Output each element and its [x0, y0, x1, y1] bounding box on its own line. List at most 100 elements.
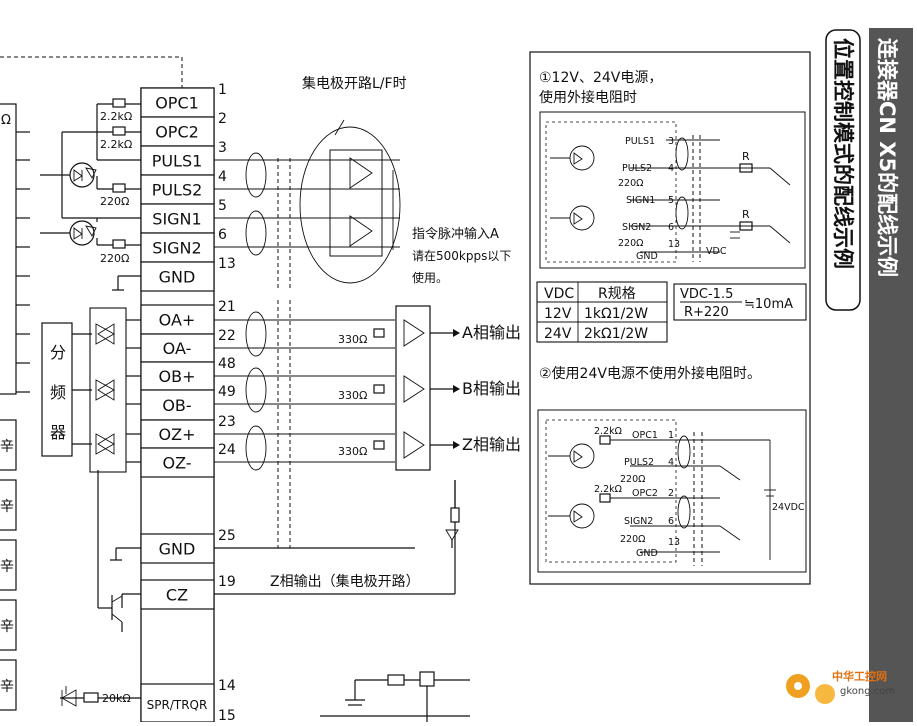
pin-label-1: OPC2	[155, 123, 199, 142]
inset2-pin-6: 6	[668, 516, 674, 527]
inset2-r220a: 220Ω	[620, 474, 645, 485]
output-r-b: 330Ω	[338, 389, 367, 402]
table-row1-r: 1kΩ1/2W	[584, 306, 648, 322]
divider-char-2: 频	[50, 383, 66, 402]
resistor-opc1	[112, 98, 126, 108]
pin-num-7: 21	[218, 299, 236, 315]
label-r-opc1: 2.2kΩ	[100, 110, 132, 123]
spr-input-circuit	[60, 686, 141, 707]
label-r-opc2: 2.2kΩ	[100, 138, 132, 151]
inset2-vdc: 24VDC	[772, 502, 805, 513]
watermark-url: gkong.com	[840, 686, 895, 697]
inset1-r220a: 220Ω	[618, 178, 643, 189]
pin-label-14: CZ	[166, 586, 188, 605]
inset1-r1: R	[742, 150, 750, 163]
pin-box-5	[140, 232, 215, 263]
pin-label-7: OA+	[159, 311, 196, 330]
inset1-title-2: 使用外接电阻时	[539, 89, 637, 106]
inset2-pin-2: 2	[668, 488, 674, 499]
inset2-title: ②使用24V电源不使用外接电阻时。	[539, 365, 761, 382]
resistor-opc2	[112, 126, 126, 136]
side-banner-title: 连接器CN X5的配线示例	[875, 38, 899, 277]
frequency-divider-box	[41, 322, 73, 457]
inset2-r220b: 220Ω	[620, 534, 645, 545]
annotation-pulse-2: 请在500kpps以下	[412, 249, 511, 263]
pin-box-14	[140, 579, 215, 610]
formula-denominator: R+220	[684, 305, 729, 320]
cz-output-circuit	[97, 470, 141, 632]
annotation-pulse-1: 指令脉冲输入A	[412, 226, 499, 242]
section-title: 位置控制模式的配线示例	[831, 38, 855, 269]
annotation-open-collector: 集电极开路L/F时	[302, 75, 407, 92]
open-collector-detail	[299, 119, 401, 284]
output-r-a: 330Ω	[338, 333, 367, 346]
resistor-sign	[112, 239, 126, 249]
cut-label-3: 辛	[0, 559, 14, 575]
inset1-r220b: 220Ω	[618, 238, 643, 249]
table-row2-r: 2kΩ1/2W	[584, 326, 648, 342]
pin-num-10: 49	[218, 384, 236, 400]
output-r-z: 330Ω	[338, 445, 367, 458]
left-cut-boxes	[0, 419, 17, 711]
pin-box-6	[140, 261, 215, 292]
left-input-circuit	[40, 98, 141, 291]
table-header-vdc: VDC	[544, 286, 574, 302]
inset1-title-1: ①12V、24V电源，	[539, 70, 662, 86]
pin-num-5: 6	[218, 227, 227, 243]
cut-label-4: 辛	[0, 619, 14, 635]
bottom-partial-circuit	[320, 671, 470, 722]
pin-num-9: 48	[218, 356, 236, 372]
inset1-pin-6: 6	[668, 222, 674, 233]
formula-result: ≒10mA	[744, 297, 793, 312]
pin-box-13	[140, 533, 215, 564]
inset1-sign2: SIGN2	[622, 222, 651, 233]
pin-num-2: 3	[218, 140, 227, 156]
inset2-r2: 2.2kΩ	[594, 484, 622, 495]
twisted-pair-cables	[214, 152, 456, 595]
pin-label-0: OPC1	[155, 94, 199, 113]
pin-num-extra: 15	[218, 708, 236, 722]
inset2-sign2: SIGN2	[624, 516, 653, 527]
output-label-a: A相输出	[462, 323, 521, 342]
inset2-pin-4: 4	[668, 457, 674, 468]
pin-num-12: 24	[218, 442, 236, 458]
resistor-spec-table	[536, 281, 668, 343]
cut-label-2: 辛	[0, 499, 14, 515]
resistor-spr	[83, 692, 99, 703]
side-banner	[869, 28, 913, 722]
pin-num-4: 5	[218, 198, 227, 214]
inset2-opc1: OPC1	[632, 430, 658, 441]
pin-label-3: PULS2	[152, 181, 203, 200]
pin-label-6: GND	[159, 268, 196, 287]
inset1-schematic	[539, 111, 806, 269]
connector-pins: OPC11OPC22PULS13PULS24SIGN15SIGN26GND13O…	[140, 82, 236, 723]
annotation-z-open-collector: Z相输出（集电极开路）	[270, 573, 420, 590]
inset1-pin-5: 5	[668, 195, 674, 206]
pin-label-11: OZ+	[159, 425, 196, 444]
pin-label-13: GND	[159, 540, 196, 559]
table-header-r: R规格	[598, 286, 636, 302]
output-label-z: Z相输出	[462, 435, 521, 454]
pin-label-12: OZ-	[162, 454, 191, 473]
inset2-pin-1: 1	[668, 430, 674, 441]
divider-char-3: 器	[50, 423, 66, 442]
pin-label-2: PULS1	[152, 152, 203, 171]
inset1-vdc: VDC	[706, 246, 727, 257]
pin-box-0	[140, 87, 215, 118]
inset1-gnd: GND	[636, 251, 658, 262]
output-label-b: B相输出	[462, 379, 521, 398]
reference-frame	[529, 51, 811, 585]
pin-label-4: SIGN1	[152, 210, 201, 229]
inset2-gnd: GND	[636, 548, 658, 559]
inset2-puls2: PULS2	[624, 457, 654, 468]
left-cut-ladder	[0, 103, 30, 395]
annotation-pulse-3: 使用。	[412, 270, 448, 285]
pin-box-2	[140, 145, 215, 176]
inset2-schematic	[537, 409, 807, 573]
pin-num-15: 14	[218, 678, 236, 694]
pin-num-14: 19	[218, 574, 236, 590]
table-row2-v: 24V	[544, 326, 572, 342]
pin-num-3: 4	[218, 169, 227, 185]
table-row1-v: 12V	[544, 306, 572, 322]
